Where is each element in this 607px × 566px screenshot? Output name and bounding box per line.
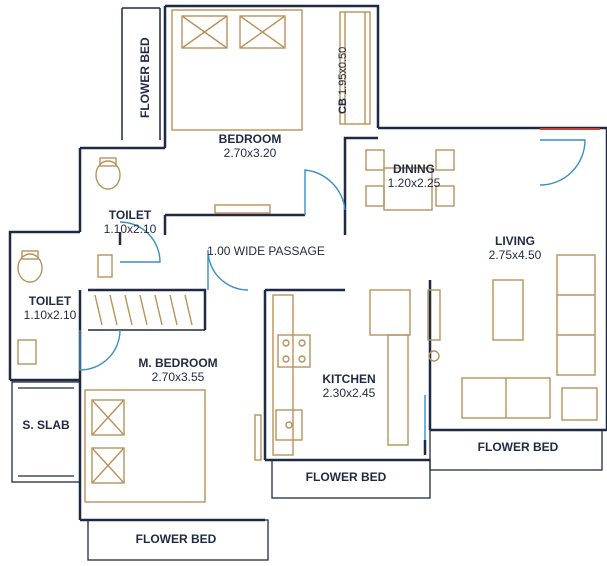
- flower-bed-kitchen-label: FLOWER BED: [305, 470, 387, 484]
- doors: [79, 139, 586, 440]
- dining-label: DINING 1.20x2.25: [374, 162, 454, 190]
- bedroom-size: 2.70x3.20: [223, 146, 277, 160]
- toilet-lower-size: 1.10x2.10: [23, 308, 77, 322]
- kitchen-label: KITCHEN 2.30x2.45: [306, 372, 392, 400]
- living-name: LIVING: [494, 234, 535, 248]
- toilet-upper-name: TOILET: [108, 208, 152, 222]
- master-bedroom-size: 2.70x3.55: [151, 370, 205, 384]
- toilet-lower-name: TOILET: [28, 294, 72, 308]
- s-slab-label: S. SLAB: [22, 418, 70, 432]
- flower-bed-outlines: [11, 381, 603, 561]
- master-bedroom-name: M. BEDROOM: [138, 356, 218, 370]
- flower-bed-bottom-label: FLOWER BED: [135, 532, 217, 546]
- toilet-upper-size: 1.10x2.10: [103, 222, 157, 236]
- dining-size: 1.20x2.25: [387, 176, 441, 190]
- kitchen-name: KITCHEN: [322, 372, 376, 386]
- cb-label: CB 1.95x0.50: [336, 40, 350, 120]
- furniture: [17, 9, 598, 503]
- cb-size: 1.95x0.50: [337, 46, 349, 95]
- passage-label: 1.00 WIDE PASSAGE: [207, 244, 325, 258]
- toilet-upper-label: TOILET 1.10x2.10: [90, 208, 170, 236]
- bedroom-label: BEDROOM 2.70x3.20: [200, 132, 300, 160]
- living-size: 2.75x4.50: [488, 248, 542, 262]
- master-bedroom-label: M. BEDROOM 2.70x3.55: [128, 356, 228, 384]
- cb-name: CB: [337, 97, 349, 114]
- toilet-lower-label: TOILET 1.10x2.10: [12, 294, 88, 322]
- flower-bed-right-label: FLOWER BED: [477, 440, 559, 454]
- kitchen-size: 2.30x2.45: [322, 386, 376, 400]
- flower-bed-top-left-label: FLOWER BED: [138, 37, 152, 119]
- living-label: LIVING 2.75x4.50: [470, 234, 560, 262]
- dining-name: DINING: [393, 162, 435, 176]
- bedroom-name: BEDROOM: [218, 132, 282, 146]
